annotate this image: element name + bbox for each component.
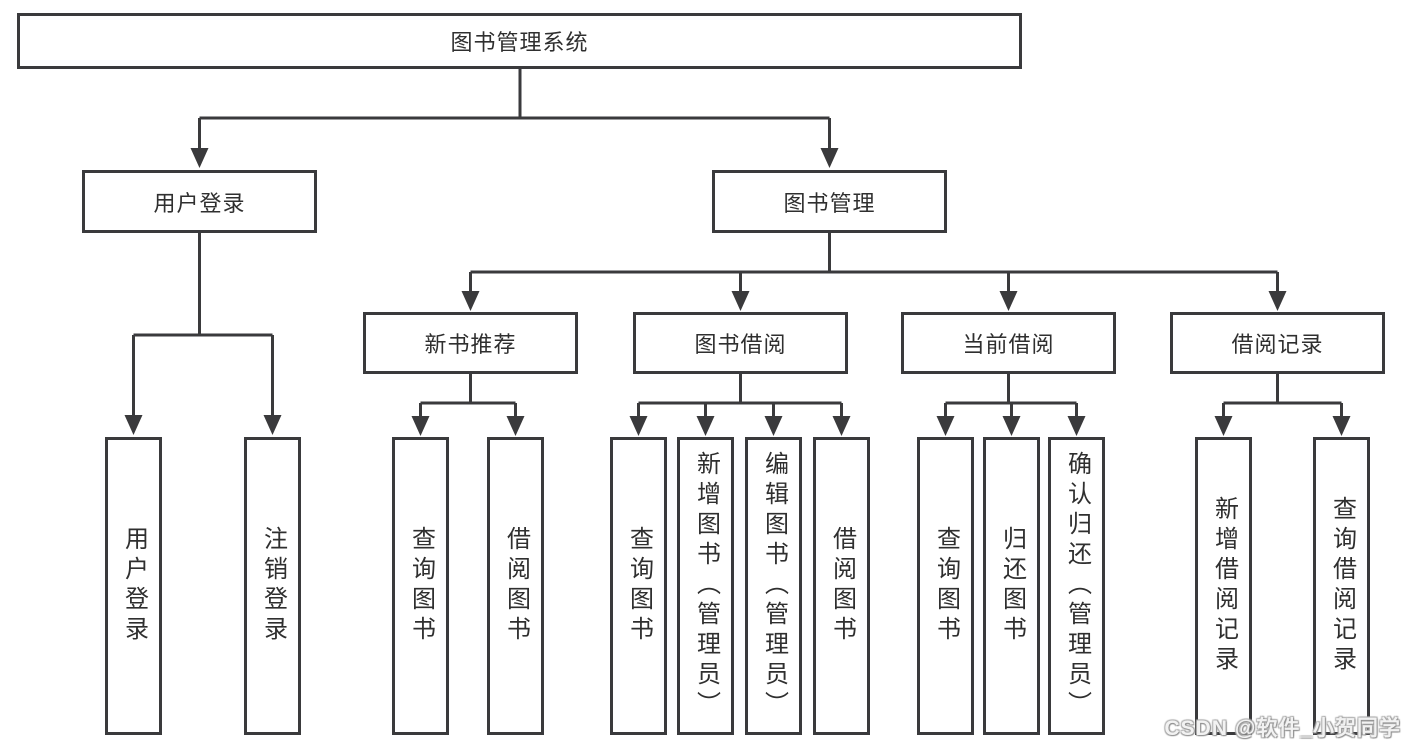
leaf-edit-book-admin: 编辑图书（管理员） <box>745 437 802 735</box>
leaf-confirm-return-admin: 确认归还（管理员） <box>1048 437 1105 735</box>
leaf-add-book-admin: 新增图书（管理员） <box>677 437 734 735</box>
node-current-borrow: 当前借阅 <box>901 312 1116 374</box>
node-new-book-recommend: 新书推荐 <box>363 312 578 374</box>
node-user-login: 用户登录 <box>82 170 317 233</box>
leaf-return-book: 归还图书 <box>983 437 1040 735</box>
leaf-borrow-book: 借阅图书 <box>813 437 870 735</box>
node-book-management: 图书管理 <box>712 170 947 233</box>
leaf-borrow-book-recommend: 借阅图书 <box>487 437 544 735</box>
leaf-query-book-current: 查询图书 <box>917 437 974 735</box>
leaf-query-borrow-record: 查询借阅记录 <box>1313 437 1370 735</box>
leaf-add-borrow-record: 新增借阅记录 <box>1195 437 1252 735</box>
leaf-logout: 注销登录 <box>244 437 301 735</box>
leaf-query-book-borrow: 查询图书 <box>610 437 667 735</box>
leaf-query-book-recommend: 查询图书 <box>392 437 449 735</box>
watermark: CSDN @软件_小贺同学 <box>1164 717 1401 740</box>
node-borrow-records: 借阅记录 <box>1170 312 1385 374</box>
node-book-borrow: 图书借阅 <box>633 312 848 374</box>
node-root-library-system: 图书管理系统 <box>17 13 1022 69</box>
leaf-user-login: 用户登录 <box>105 437 162 735</box>
